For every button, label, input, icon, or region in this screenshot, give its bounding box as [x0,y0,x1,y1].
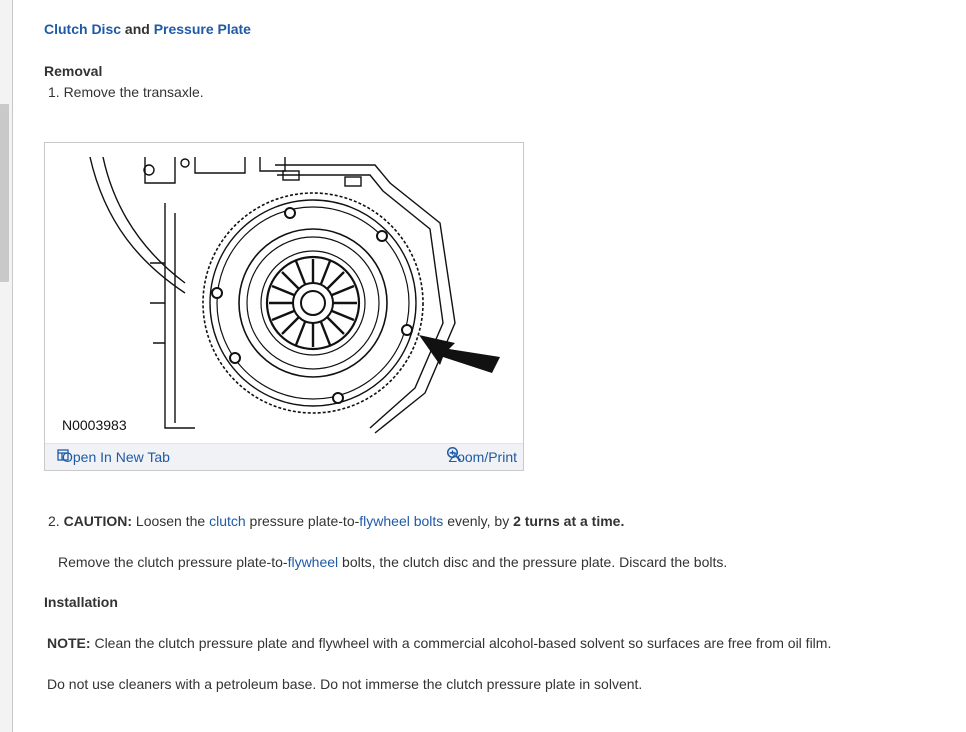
zoom-print-button[interactable]: Zoom/Print [446,446,517,465]
note-label: NOTE: [47,635,91,651]
turns-emphasis: 2 turns at a time. [513,513,625,529]
figure-clutch-diagram: N0003983 Open In New Tab Zoom/Print [44,142,524,471]
link-flywheel-bolts[interactable]: flywheel bolts [359,513,444,529]
figure-toolbar: Open In New Tab Zoom/Print [45,443,523,470]
petroleum-warning-paragraph: Do not use cleaners with a petroleum bas… [47,676,643,692]
caution-label: CAUTION: [63,513,133,529]
installation-note: NOTE: Clean the clutch pressure plate an… [47,635,832,651]
scrollbar-thumb[interactable] [0,104,9,282]
link-clutch[interactable]: clutch [209,513,246,529]
figure-id: N0003983 [62,417,127,433]
link-pressure-plate[interactable]: Pressure Plate [153,21,251,37]
removal-heading: Removal [44,63,103,79]
step-1: 1. Remove the transaxle. [48,84,204,100]
zoom-print-label: Zoom/Print [448,449,517,465]
clutch-diagram-illustration [89,156,500,434]
open-in-new-tab-label: Open In New Tab [62,449,170,465]
section-title: Clutch Disc and Pressure Plate [44,21,251,37]
installation-heading: Installation [44,594,118,610]
open-in-new-tab-button[interactable]: Open In New Tab [57,449,170,465]
link-flywheel[interactable]: flywheel [287,554,339,570]
left-scroll-rail[interactable] [0,0,13,732]
link-clutch-disc[interactable]: Clutch Disc [44,21,122,37]
step-2: 2. CAUTION: Loosen the clutch pressure p… [48,513,625,529]
remove-bolts-paragraph: Remove the clutch pressure plate-to-flyw… [58,554,728,570]
